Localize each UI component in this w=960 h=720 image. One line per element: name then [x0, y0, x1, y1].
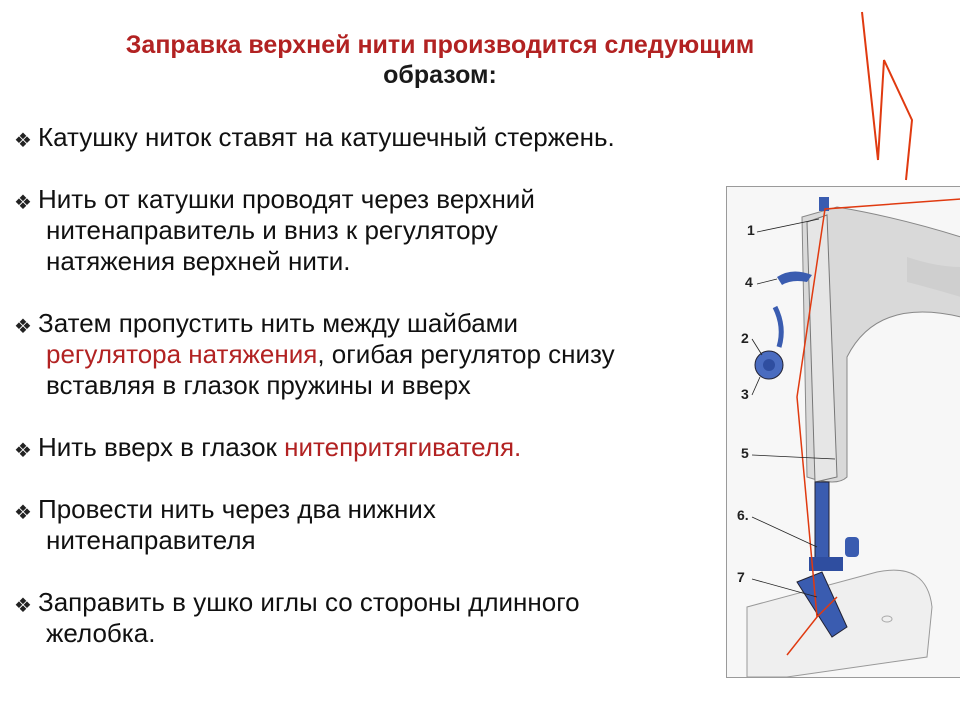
- thread-zigzag-graphic: [861, 11, 914, 181]
- sewing-machine-diagram: 1 4 2 3 5 6. 7: [726, 186, 960, 678]
- list-item: ❖ Нить вверх в глазок нитепритягивателя.: [14, 432, 734, 463]
- slide-title: Заправка верхней нити производится следу…: [0, 30, 880, 90]
- diamond-bullet-icon: ❖: [14, 595, 32, 617]
- title-line-1: Заправка верхней нити производится следу…: [125, 31, 755, 59]
- item-5-line-2: нитенаправителя: [46, 525, 256, 555]
- diamond-bullet-icon: ❖: [14, 130, 32, 152]
- item-4-prefix: Нить вверх в глазок: [38, 432, 285, 462]
- callout-label: 3: [741, 386, 749, 402]
- item-3-line-2: регулятора натяжения, огибая регулятор с…: [14, 339, 734, 370]
- diamond-bullet-icon: ❖: [14, 440, 32, 462]
- list-item: ❖ Провести нить через два нижних нитенап…: [14, 494, 734, 556]
- list-item: ❖ Заправить в ушко иглы со стороны длинн…: [14, 587, 734, 649]
- list-item: ❖ Нить от катушки проводят через верхний…: [14, 184, 734, 277]
- title-line-2: образом:: [383, 61, 497, 89]
- item-3-line-1: Затем пропустить нить между шайбами: [38, 308, 519, 338]
- callout-label: 6.: [737, 507, 749, 523]
- item-6-line-1: Заправить в ушко иглы со стороны длинног…: [38, 587, 580, 617]
- callout-label: 1: [747, 222, 755, 238]
- sewing-machine-illustration: [746, 197, 960, 677]
- diamond-bullet-icon: ❖: [14, 192, 32, 214]
- list-item: ❖ Затем пропустить нить между шайбами ре…: [14, 308, 734, 401]
- diamond-bullet-icon: ❖: [14, 502, 32, 524]
- callout-label: 5: [741, 445, 749, 461]
- item-2-line-1: Нить от катушки проводят через верхний: [38, 184, 535, 214]
- item-3-line-2-rest: , огибая регулятор снизу: [317, 339, 615, 369]
- item-3-highlight: регулятора натяжения: [46, 339, 318, 369]
- item-2-line-3: натяжения верхней нити.: [46, 246, 351, 276]
- item-4-highlight: нитепритягивателя.: [284, 432, 522, 462]
- item-2-line-2: нитенаправитель и вниз к регулятору: [46, 215, 498, 245]
- callout-label: 7: [737, 569, 745, 585]
- item-4-line-1: Нить вверх в глазок нитепритягивателя.: [14, 432, 734, 463]
- item-3-line-3: вставляя в глазок пружины и вверх: [46, 370, 471, 400]
- callout-label: 4: [745, 274, 753, 290]
- item-5-line-1: Провести нить через два нижних: [38, 494, 436, 524]
- callout-label: 2: [741, 330, 749, 346]
- diamond-bullet-icon: ❖: [14, 316, 32, 338]
- list-item: ❖ Катушку ниток ставят на катушечный сте…: [14, 122, 734, 153]
- item-6-line-2: желобка.: [46, 618, 156, 648]
- item-1-line-1: Катушку ниток ставят на катушечный стерж…: [38, 122, 615, 152]
